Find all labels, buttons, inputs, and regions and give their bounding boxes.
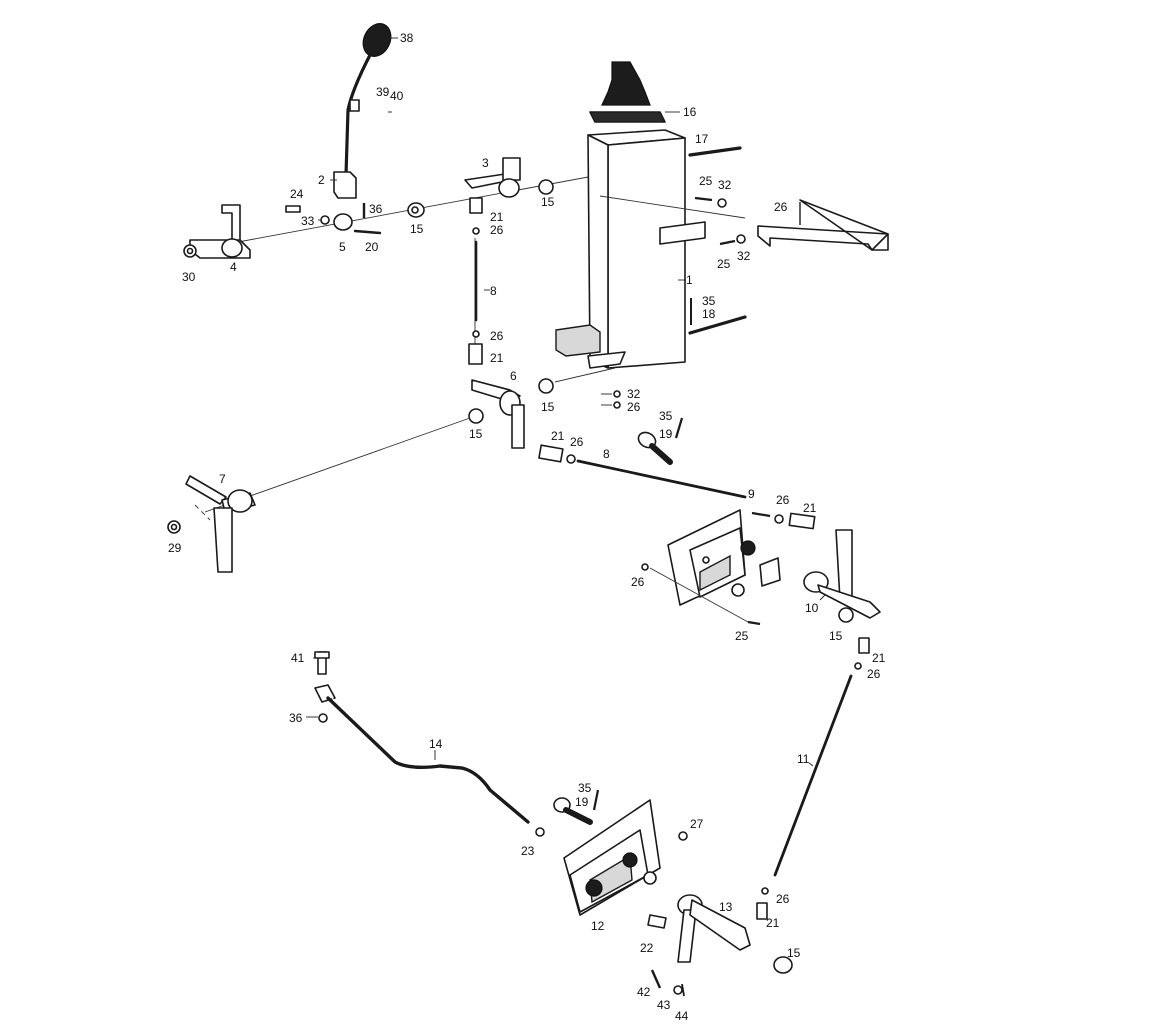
lever-13 — [647, 887, 793, 974]
label-26-a: 26 — [490, 223, 504, 237]
bolts-42-43-44 — [650, 969, 685, 997]
bolts-25-32 — [694, 196, 746, 246]
lever-3 — [464, 157, 521, 214]
pin-17 — [688, 146, 742, 157]
label-35-c: 35 — [578, 781, 592, 795]
label-25-a: 25 — [699, 174, 713, 188]
bracket-26 — [757, 199, 889, 251]
small-parts-9-26-21 — [751, 511, 816, 530]
label-32-c: 32 — [627, 387, 641, 401]
label-15-c: 15 — [541, 400, 555, 414]
bracket-4 — [183, 204, 251, 259]
label-26-b: 26 — [774, 200, 788, 214]
label-17: 17 — [695, 132, 709, 146]
label-33: 33 — [301, 214, 315, 228]
lever-10 — [803, 529, 881, 623]
label-26-d: 26 — [627, 400, 641, 414]
label-26-c: 26 — [490, 329, 504, 343]
label-36-lower: 36 — [289, 711, 303, 725]
label-3: 3 — [482, 156, 489, 170]
label-32-b: 32 — [737, 249, 751, 263]
label-19-a: 19 — [659, 427, 673, 441]
bellcrank-7 — [167, 475, 256, 573]
leader-lines — [306, 37, 814, 767]
label-21-a: 21 — [490, 210, 504, 224]
rod-8-horizontal — [538, 417, 747, 499]
housing-1 — [555, 61, 746, 369]
label-25-b: 25 — [717, 257, 731, 271]
label-23: 23 — [521, 844, 535, 858]
label-22: 22 — [640, 941, 654, 955]
label-20: 20 — [365, 240, 379, 254]
rod-14-assembly — [314, 651, 545, 837]
label-11: 11 — [797, 752, 810, 766]
label-39: 39 — [376, 85, 390, 99]
label-12: 12 — [591, 919, 605, 933]
bolt-18 — [688, 315, 747, 335]
label-21-c: 21 — [551, 429, 565, 443]
label-10: 10 — [805, 601, 819, 615]
label-42: 42 — [637, 985, 651, 999]
pivot-parts-upper-left — [285, 203, 382, 235]
label-15-e: 15 — [829, 629, 843, 643]
label-25-c: 25 — [735, 629, 749, 643]
label-26-h: 26 — [867, 667, 881, 681]
bracket-plate-9-10 — [641, 509, 781, 626]
label-38: 38 — [400, 31, 414, 45]
label-14: 14 — [429, 737, 443, 751]
label-15-d: 15 — [469, 427, 483, 441]
label-21-b: 21 — [490, 351, 504, 365]
label-44: 44 — [675, 1009, 689, 1023]
label-35-a: 35 — [702, 294, 716, 308]
label-26-i: 26 — [776, 892, 790, 906]
label-2: 2 — [318, 173, 325, 187]
part-labels: 38 39 40 16 17 2 24 36 33 5 20 15 3 21 2… — [168, 31, 886, 1023]
label-43: 43 — [657, 998, 671, 1012]
label-21-d: 21 — [803, 501, 817, 515]
label-15-b: 15 — [541, 195, 555, 209]
rod-11 — [773, 674, 853, 877]
label-8-lower: 8 — [603, 447, 610, 461]
label-15-f: 15 — [787, 946, 801, 960]
label-24: 24 — [290, 187, 304, 201]
lever-6 — [468, 367, 621, 449]
label-30: 30 — [182, 270, 196, 284]
label-4: 4 — [230, 260, 237, 274]
label-8-upper: 8 — [490, 284, 497, 298]
label-26-f: 26 — [776, 493, 790, 507]
label-27: 27 — [690, 817, 704, 831]
label-6: 6 — [510, 369, 517, 383]
label-40: 40 — [390, 89, 404, 103]
label-13: 13 — [719, 900, 733, 914]
clevis-21-26-right — [854, 637, 870, 670]
label-21-e: 21 — [872, 651, 886, 665]
label-9: 9 — [748, 487, 755, 501]
bushings-upper — [407, 179, 554, 218]
label-16: 16 — [683, 105, 697, 119]
label-7: 7 — [219, 472, 226, 486]
label-29: 29 — [168, 541, 182, 555]
label-26-g: 26 — [631, 575, 645, 589]
label-36-upper: 36 — [369, 202, 383, 216]
gear-lever-assembly — [333, 23, 392, 199]
label-1: 1 — [686, 273, 693, 287]
label-21-f: 21 — [766, 916, 780, 930]
label-35-b: 35 — [659, 409, 673, 423]
label-32-a: 32 — [718, 178, 732, 192]
label-19-b: 19 — [575, 795, 589, 809]
label-41: 41 — [291, 651, 305, 665]
label-5: 5 — [339, 240, 346, 254]
label-15-a: 15 — [410, 222, 424, 236]
lower-bracket-12 — [553, 789, 688, 916]
label-26-e: 26 — [570, 435, 584, 449]
rod-8-vertical — [468, 227, 483, 365]
label-18: 18 — [702, 307, 716, 321]
